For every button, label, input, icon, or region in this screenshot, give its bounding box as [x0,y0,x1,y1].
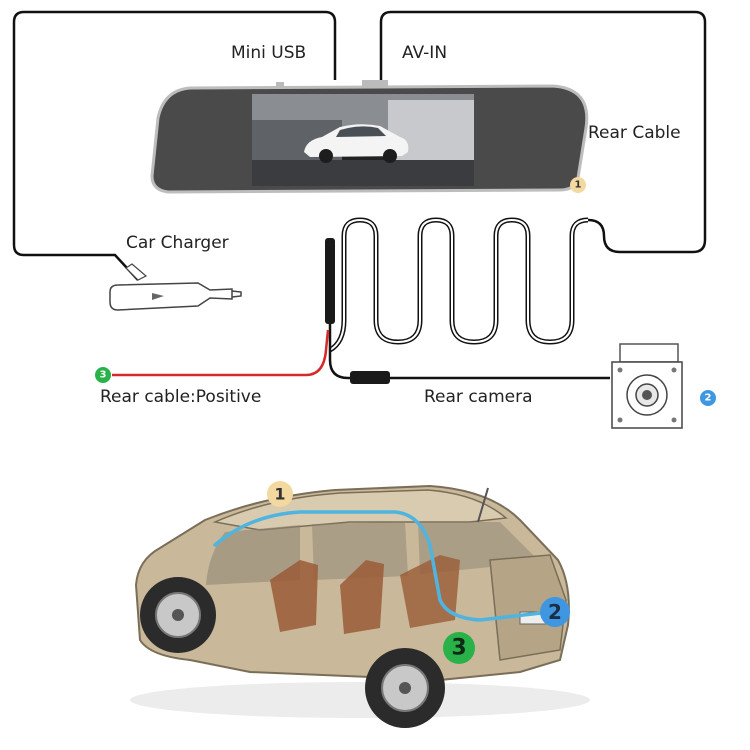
marker-2-small-text: 2 [705,393,712,404]
marker-1-small [570,177,586,193]
av-in-cable [379,10,707,254]
marker-3-large [443,632,475,664]
marker-2-small [700,390,716,406]
car-seats [270,560,318,632]
cable-connector [350,371,390,384]
marker-3-small-text: 3 [100,370,107,381]
car-windows [206,525,300,585]
positive-wire [112,329,330,377]
marker-1-large [267,481,293,507]
mini-usb-cable [12,10,337,281]
rear-camera [611,343,683,429]
rear-cable-positive-label: Rear cable:Positive [100,387,261,407]
car-illustration [130,484,590,728]
car-thumbnail [304,124,409,163]
rear-cable-coil [328,217,589,353]
cable-joint [325,238,335,324]
front-wheel [140,577,216,653]
marker-3-small [95,367,111,383]
av-in-label: AV-IN [402,43,447,63]
marker-1-small-text: 1 [575,180,582,191]
rear-camera-label: Rear camera [424,387,533,407]
marker-2-large [540,597,570,627]
marker-1-large-text: 1 [274,485,285,504]
mini-usb-label: Mini USB [231,43,306,63]
marker-2-large-text: 2 [548,600,562,624]
rear-cable-label: Rear Cable [588,123,681,143]
rear-wheel [365,648,445,728]
car-charger-label: Car Charger [126,233,229,253]
cable-route [213,510,552,622]
marker-3-large-text: 3 [451,636,466,661]
car-charger [109,263,242,311]
mirror-dashcam [150,80,589,194]
